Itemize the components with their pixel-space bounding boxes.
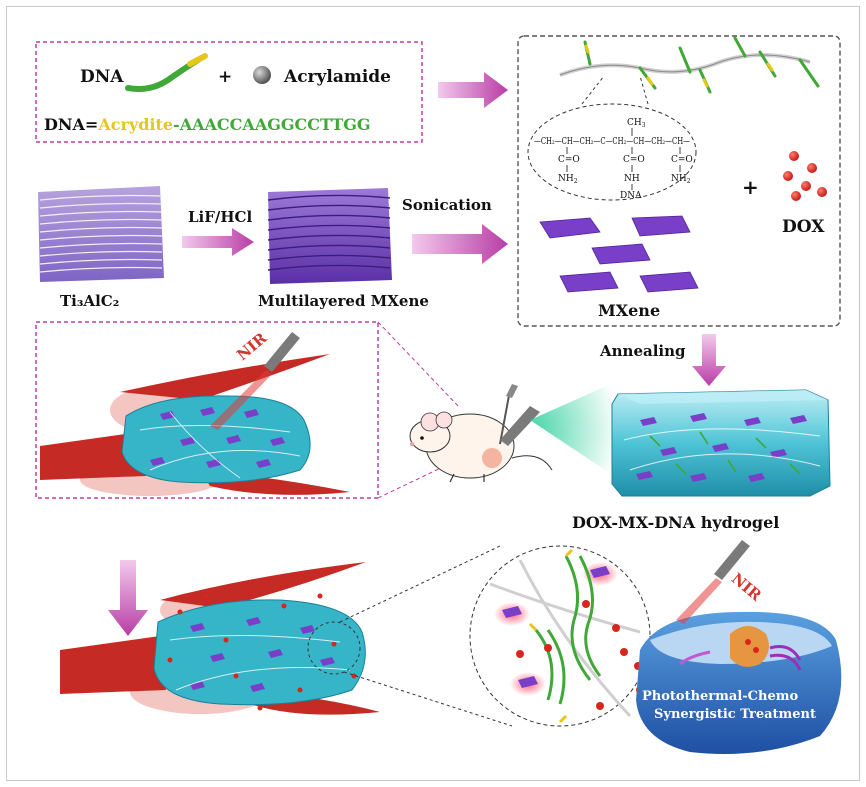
tumor-scene-top <box>40 354 350 496</box>
nh2-left: NH2 <box>558 174 578 185</box>
arrow-sonication <box>412 224 508 264</box>
polymer-box <box>517 35 841 327</box>
acrylamide-label: Acrylamide <box>283 67 391 87</box>
dna-label: DNA <box>80 67 124 87</box>
arrow-to-polymer <box>438 72 508 108</box>
backbone-text: —CH₂—CH—CH₂—C—CH₂—CH—CH₂—CH— <box>534 137 690 147</box>
mouse-icon <box>409 384 553 483</box>
polymer-structure: CH3 —CH₂—CH—CH₂—C—CH₂—CH—CH₂—CH— C=O C=O… <box>534 118 693 201</box>
zoom-content <box>489 548 680 724</box>
nh-text: NH <box>624 174 640 184</box>
ti3alc2-label: Ti₃AlC₂ <box>60 292 119 310</box>
arrow-etching <box>182 228 254 256</box>
annealing-label: Annealing <box>599 342 686 360</box>
plus-dox: + <box>742 175 759 199</box>
zoom-ellipse <box>527 103 697 201</box>
zoom-circle-large <box>469 545 651 727</box>
treatment-line2: Synergistic Treatment <box>654 707 816 722</box>
green-beam <box>530 380 620 480</box>
cancer-cell-icon <box>636 611 842 754</box>
acrylamide-ball-icon <box>253 66 271 84</box>
dash-text: - <box>173 115 180 134</box>
dna-sequence-line: DNA=Acrydite-AAACCAAGGCCTTGG <box>44 115 371 134</box>
mxene-label: MXene <box>598 301 660 320</box>
dox-label: DOX <box>782 217 825 237</box>
tumor-box <box>35 321 379 499</box>
dna-text: DNA <box>620 191 642 201</box>
mxene-flakes-icon <box>539 215 699 293</box>
arrow-down-treatment <box>108 560 148 636</box>
acrydite-end-icon <box>187 53 208 67</box>
ch3-text: CH3 <box>627 118 646 129</box>
zoom-circle-small <box>307 621 361 675</box>
plus-sign: + <box>218 67 232 87</box>
laser-top-icon <box>210 332 300 430</box>
nir-label-bottom: NIR <box>728 569 765 604</box>
dna-branches-icon <box>583 36 820 94</box>
co-right: C=O <box>671 155 693 165</box>
treatment-line1: Photothermal-Chemo <box>642 689 798 704</box>
dox-dots-icon <box>783 151 827 201</box>
laser-bottom-icon <box>676 540 750 624</box>
nir-label-top: NIR <box>233 329 270 364</box>
arrow-annealing <box>692 334 726 386</box>
lif-label: LiF/HCl <box>188 208 252 226</box>
nh2-right: NH2 <box>671 174 691 185</box>
sequence-text: AAACCAAGGCCTTGG <box>179 115 371 134</box>
acrydite-text: Acrydite <box>97 115 173 134</box>
sonication-label: Sonication <box>402 196 492 214</box>
co-left: C=O <box>558 155 580 165</box>
tumor-scene-bottom <box>60 562 380 715</box>
hydrogel-block-icon <box>611 389 831 497</box>
hydrogel-label: DOX-MX-DNA hydrogel <box>572 513 779 532</box>
dna-eq: DNA= <box>44 115 98 134</box>
co-mid: C=O <box>623 155 645 165</box>
multilayered-label: Multilayered MXene <box>258 292 429 310</box>
multilayered-mxene-icon <box>267 188 392 284</box>
ti3alc2-block-icon <box>38 186 164 282</box>
dna-acrylamide-box <box>35 41 423 143</box>
